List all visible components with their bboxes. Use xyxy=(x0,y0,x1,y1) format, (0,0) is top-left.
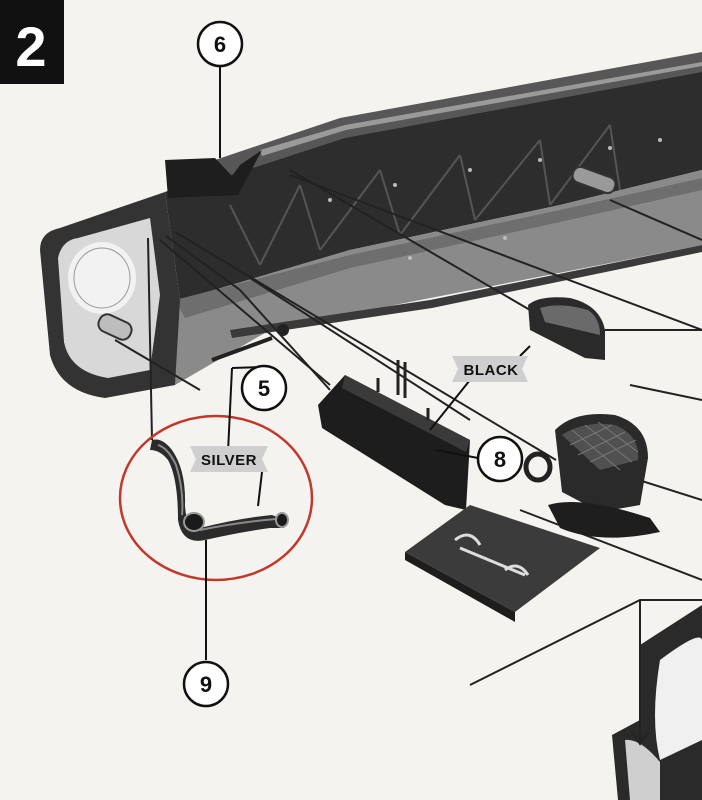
callout-6: 6 xyxy=(196,20,244,68)
step-badge: 2 xyxy=(0,0,64,84)
callout-9: 9 xyxy=(182,660,230,708)
rigging-lines xyxy=(114,169,702,581)
silver-tag-label: SILVER xyxy=(201,452,257,469)
callout-6-label: 6 xyxy=(214,32,226,57)
callout-5-label: 5 xyxy=(258,376,270,401)
fuselage xyxy=(40,52,702,398)
instrument-panel xyxy=(318,360,470,510)
headrest-part xyxy=(528,297,702,360)
callout-8: 8 xyxy=(476,435,524,483)
pilot-seat xyxy=(523,414,660,538)
black-tag-label: BLACK xyxy=(464,362,519,379)
floor-plate xyxy=(405,505,600,622)
step-number: 2 xyxy=(15,15,46,78)
silver-part xyxy=(150,439,289,541)
black-tag: BLACK xyxy=(452,356,528,382)
silver-tag: SILVER xyxy=(190,446,268,472)
cowling-section xyxy=(469,599,702,800)
callout-9-label: 9 xyxy=(200,672,212,697)
callout-5: 5 xyxy=(240,364,288,412)
highlight-circle xyxy=(118,414,314,582)
callout-8-label: 8 xyxy=(494,447,506,472)
leader-lines xyxy=(205,67,531,660)
